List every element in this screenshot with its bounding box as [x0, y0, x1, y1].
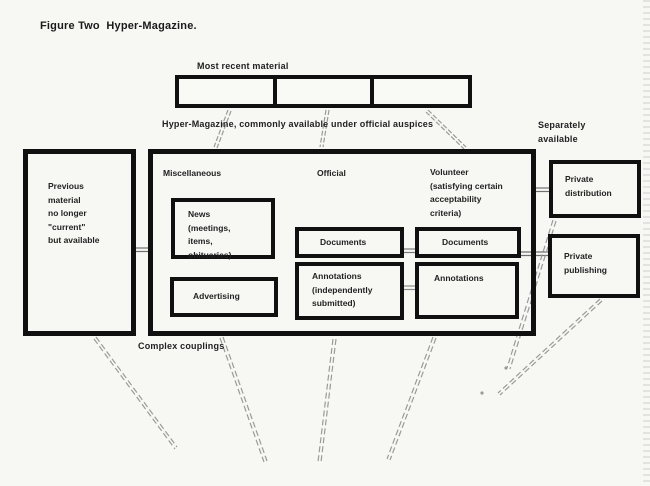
volunteer-documents-text: Documents [442, 237, 489, 247]
coupling-topbox-right [425, 109, 467, 150]
complex-coupling-line-1 [93, 336, 178, 450]
news-text: News (meetings, items, obituaries) [188, 209, 232, 260]
hyper-magazine-caption: Hyper-Magazine, commonly available under… [162, 119, 434, 129]
hyper-magazine-box: Miscellaneous Official Volunteer (satisf… [148, 149, 536, 336]
official-annotations-text: Annotations (independently submitted) [312, 271, 373, 309]
official-annotations-box: Annotations (independently submitted) [295, 262, 404, 320]
official-documents-text: Documents [320, 237, 367, 247]
miscellaneous-header: Miscellaneous [163, 168, 222, 178]
private-distribution-box: Private distribution [549, 160, 641, 218]
volunteer-annotations-text: Annotations [434, 273, 484, 283]
separately-available-label: Separately available [538, 120, 586, 145]
figure-title: Figure Two Hyper-Magazine. [40, 20, 197, 32]
scan-dot [480, 391, 484, 395]
complex-coupling-line-4 [386, 336, 437, 461]
volunteer-documents-box: Documents [415, 227, 521, 258]
recent-material-cell-3 [370, 75, 473, 108]
private-publishing-text: Private publishing [564, 251, 607, 275]
most-recent-material-label: Most recent material [197, 61, 289, 71]
complex-coupling-line-2 [219, 336, 268, 463]
private-distribution-text: Private distribution [565, 174, 612, 198]
advertising-text: Advertising [193, 291, 240, 301]
coupling-topbox-left [213, 109, 232, 149]
most-recent-material-row [175, 75, 473, 108]
volunteer-annotations-box: Annotations [415, 262, 519, 319]
complex-couplings-label: Complex couplings [138, 341, 225, 351]
coupling-mainbox-private-distribution [536, 187, 550, 193]
advertising-box: Advertising [170, 277, 278, 317]
news-box: News (meetings, items, obituaries) [171, 198, 275, 260]
volunteer-header: Volunteer (satisfying certain acceptabil… [430, 167, 503, 218]
private-publishing-box: Private publishing [548, 234, 640, 298]
scan-dot [504, 366, 508, 370]
official-header: Official [317, 168, 346, 178]
previous-material-text: Previous material no longer "current" bu… [48, 181, 100, 246]
official-documents-box: Documents [295, 227, 404, 258]
previous-material-box: Previous material no longer "current" bu… [23, 149, 136, 336]
scan-noise-strip [643, 0, 650, 486]
recent-material-cell-1 [175, 75, 277, 108]
complex-coupling-line-3 [317, 338, 337, 463]
recent-material-cell-2 [272, 75, 375, 108]
